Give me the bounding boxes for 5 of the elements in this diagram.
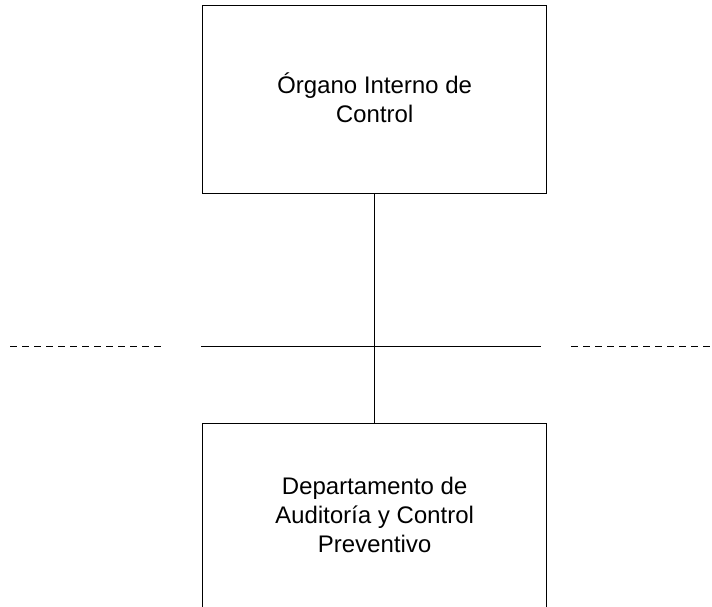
box-label: Departamento de Auditoría y Control Preventivo <box>274 472 475 559</box>
org-box <box>202 5 547 194</box>
connector-line <box>374 194 375 424</box>
org-box <box>202 423 547 607</box>
box-label: Órgano Interno de Control <box>276 70 473 128</box>
